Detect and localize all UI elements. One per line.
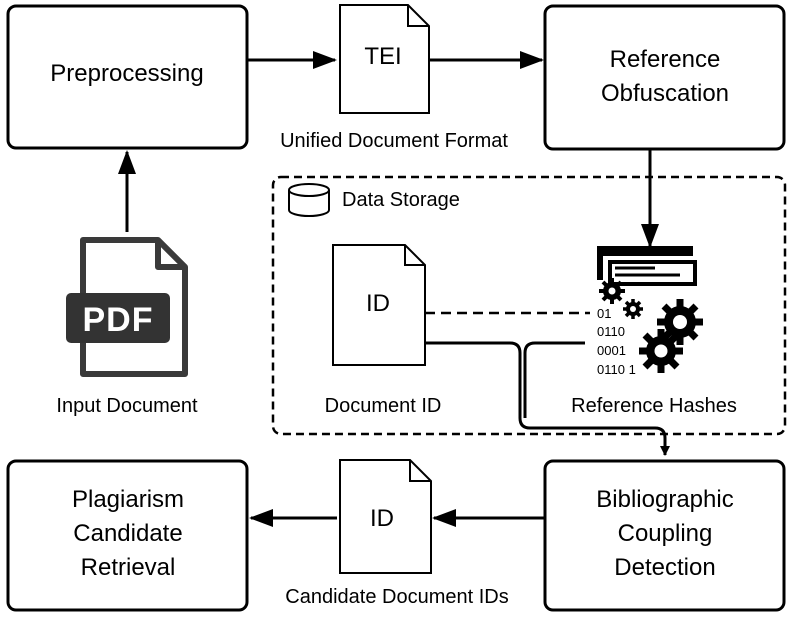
tei-label: TEI [364, 43, 401, 70]
binary-line-4: 0110 1 [597, 362, 636, 377]
input-document-label: Input Document [56, 395, 198, 417]
candidate-id-document-icon: ID [339, 459, 432, 574]
plagiarism-line2: Candidate [73, 520, 182, 547]
gear-icon [639, 329, 683, 373]
connector-hashes-to-coupling [523, 341, 585, 418]
coupling-line2: Coupling [618, 520, 713, 547]
gear-icon [623, 299, 643, 319]
binary-line-3: 0001 [597, 343, 626, 358]
plagiarism-line1: Plagiarism [72, 486, 184, 513]
plagiarism-line3: Retrieval [81, 554, 176, 581]
coupling-line3: Detection [614, 554, 715, 581]
reference-hashes-icon: 01 0110 0001 0110 1 [597, 246, 703, 377]
coupling-line1: Bibliographic [596, 486, 733, 513]
gear-icon [599, 278, 625, 304]
database-icon [288, 183, 330, 217]
candidate-ids-label: Candidate Document IDs [285, 586, 508, 608]
preprocessing-label: Preprocessing [50, 60, 203, 87]
unified-format-label: Unified Document Format [280, 130, 508, 152]
binary-line-1: 01 [597, 306, 611, 321]
pdf-label: PDF [83, 301, 154, 339]
id-candidates-label: ID [370, 505, 394, 532]
data-storage-container: Data Storage [271, 175, 787, 436]
gear-icon [657, 299, 703, 345]
reference-obfuscation-line2: Obfuscation [601, 80, 729, 107]
reference-obfuscation-box: Reference Obfuscation [543, 4, 786, 151]
data-storage-label: Data Storage [342, 189, 460, 211]
bibliographic-coupling-box: Bibliographic Coupling Detection [543, 459, 786, 612]
pdf-file-icon: PDF [66, 237, 188, 377]
tei-document-icon: TEI [339, 4, 430, 114]
arrow-storage-to-coupling [425, 341, 670, 456]
plagiarism-candidate-retrieval-box: Plagiarism Candidate Retrieval [6, 459, 249, 612]
document-id-icon: ID [332, 244, 426, 366]
binary-line-2: 0110 [597, 324, 625, 339]
reference-hashes-label: Reference Hashes [571, 395, 737, 417]
document-id-label: Document ID [325, 395, 442, 417]
preprocessing-box: Preprocessing [6, 4, 249, 150]
reference-obfuscation-line1: Reference [610, 46, 721, 73]
id-storage-label: ID [366, 290, 390, 317]
